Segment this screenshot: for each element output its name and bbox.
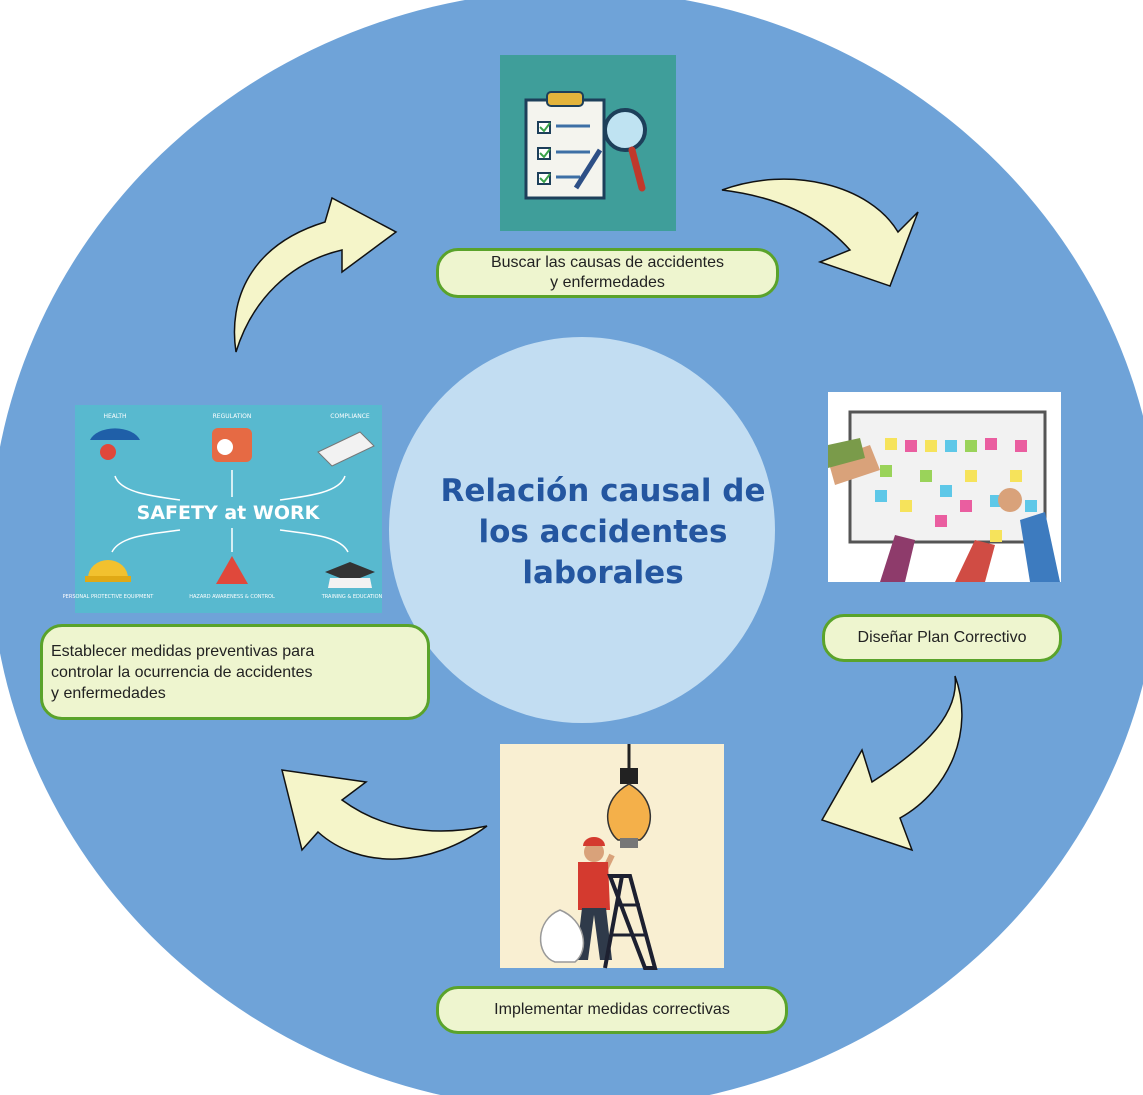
diagram-title: Relación causal de los accidentes labora… bbox=[440, 472, 766, 591]
arrow-bottom-left bbox=[281, 769, 488, 860]
safety-top-label: REGULATION bbox=[213, 413, 252, 420]
step-label-design-plan: Diseñar Plan Correctivo bbox=[822, 614, 1062, 662]
arrow-top-right bbox=[721, 178, 919, 287]
safety-at-work-image: HEALTH REGULATION COMPLIANCE SAFETY at W… bbox=[63, 405, 383, 613]
inner-circle bbox=[389, 337, 775, 723]
worker-lightbulb-image bbox=[500, 744, 724, 970]
safety-bottom-label: TRAINING & EDUCATION bbox=[321, 594, 383, 600]
arrow-right-bottom bbox=[820, 675, 963, 852]
step-label-find-causes: Buscar las causas de accidentes y enferm… bbox=[436, 248, 779, 298]
safety-top-label: HEALTH bbox=[103, 413, 126, 420]
safety-bottom-label: HAZARD AWARENESS & CONTROL bbox=[189, 594, 275, 600]
arrow-up-left bbox=[233, 196, 398, 353]
kanban-board-image bbox=[828, 392, 1061, 582]
safety-top-label: COMPLIANCE bbox=[330, 413, 370, 420]
safety-headline: SAFETY at WORK bbox=[137, 502, 321, 524]
safety-bottom-label: PERSONAL PROTECTIVE EQUIPMENT bbox=[63, 594, 155, 600]
clipboard-magnifier-image bbox=[500, 55, 676, 231]
step-label-preventive: Establecer medidas preventivas para cont… bbox=[40, 624, 430, 720]
step-label-implement: Implementar medidas correctivas bbox=[436, 986, 788, 1034]
